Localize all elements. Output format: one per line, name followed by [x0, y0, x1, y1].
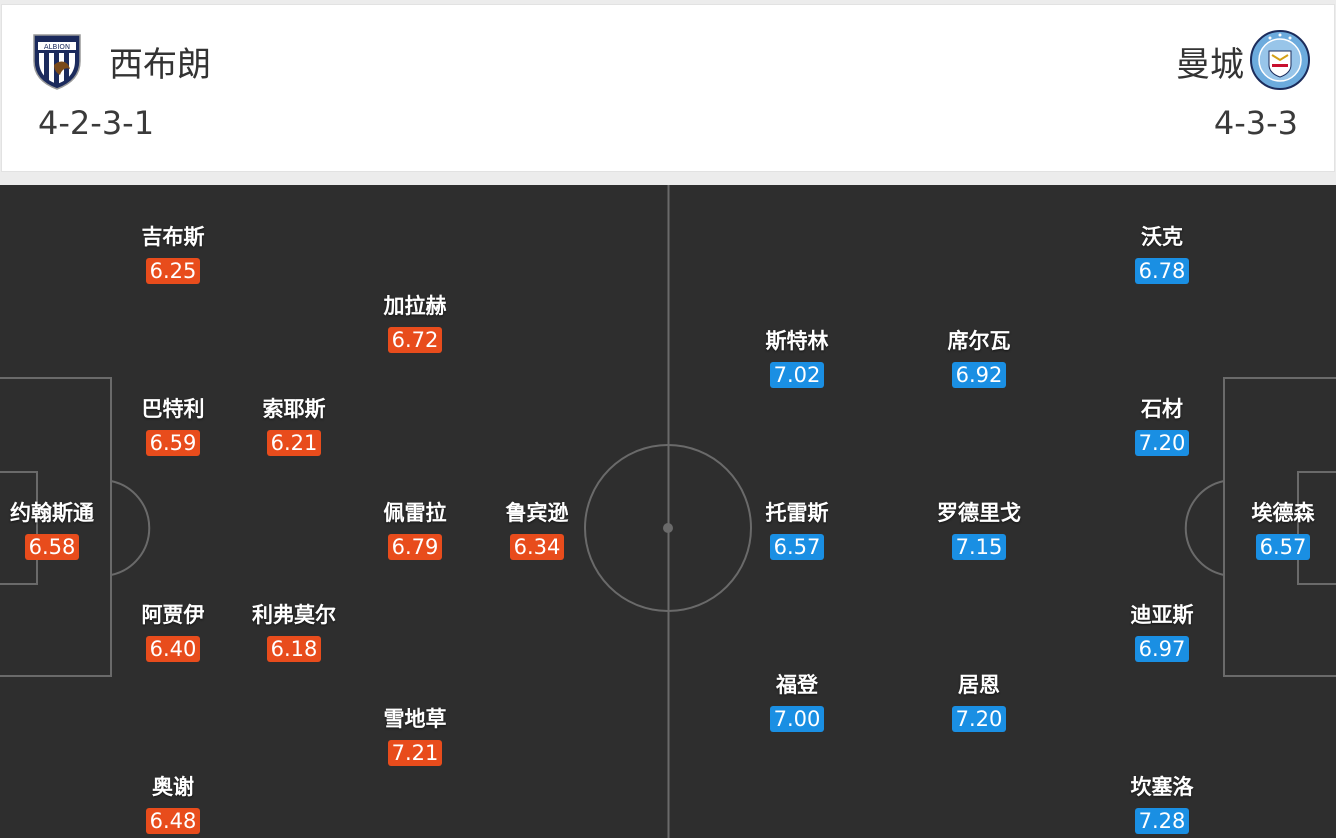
- player-name: 利弗莫尔: [252, 603, 336, 627]
- home-player[interactable]: 鲁宾逊 6.34: [477, 499, 597, 560]
- home-player[interactable]: 约翰斯通 6.58: [0, 499, 112, 560]
- svg-text:ALBION: ALBION: [44, 43, 70, 51]
- player-rating-badge: 6.21: [266, 430, 322, 456]
- player-rating-badge: 6.48: [145, 808, 201, 834]
- away-player[interactable]: 席尔瓦 6.92: [919, 327, 1039, 388]
- pitch: 吉布斯 6.25 加拉赫 6.72 巴特利 6.59 索耶斯 6.21 约翰斯通…: [0, 185, 1336, 838]
- home-formation: 4-2-3-1: [38, 104, 155, 142]
- match-header: ALBION 西布朗 4-2-3-1 曼城 4-3-3: [1, 4, 1335, 172]
- home-player[interactable]: 佩雷拉 6.79: [355, 499, 475, 560]
- away-player[interactable]: 沃克 6.78: [1102, 223, 1222, 284]
- player-rating-badge: 6.57: [769, 534, 825, 560]
- player-name: 沃克: [1141, 225, 1183, 249]
- home-player[interactable]: 奥谢 6.48: [113, 773, 233, 834]
- player-name: 埃德森: [1251, 501, 1315, 525]
- player-name: 约翰斯通: [10, 501, 94, 525]
- home-player[interactable]: 加拉赫 6.72: [355, 292, 475, 353]
- player-name: 福登: [776, 673, 818, 697]
- player-rating-badge: 6.58: [24, 534, 80, 560]
- player-name: 加拉赫: [383, 294, 447, 318]
- player-name: 鲁宾逊: [505, 501, 569, 525]
- player-name: 迪亚斯: [1130, 603, 1194, 627]
- away-player[interactable]: 托雷斯 6.57: [737, 499, 857, 560]
- away-formation: 4-3-3: [1213, 104, 1298, 142]
- home-player[interactable]: 吉布斯 6.25: [113, 223, 233, 284]
- home-player[interactable]: 利弗莫尔 6.18: [234, 601, 354, 662]
- player-rating-badge: 6.92: [951, 362, 1007, 388]
- home-player[interactable]: 阿贾伊 6.40: [113, 601, 233, 662]
- away-player[interactable]: 福登 7.00: [737, 671, 857, 732]
- player-rating-badge: 7.28: [1134, 808, 1190, 834]
- player-rating-badge: 7.20: [951, 706, 1007, 732]
- home-player[interactable]: 索耶斯 6.21: [234, 395, 354, 456]
- home-player[interactable]: 巴特利 6.59: [113, 395, 233, 456]
- player-rating-badge: 7.15: [951, 534, 1007, 560]
- player-rating-badge: 6.59: [145, 430, 201, 456]
- albion-crest-icon: ALBION: [33, 34, 81, 90]
- player-name: 索耶斯: [262, 397, 326, 421]
- player-name: 罗德里戈: [937, 501, 1021, 525]
- player-name: 雪地草: [383, 707, 447, 731]
- player-rating-badge: 6.40: [145, 636, 201, 662]
- player-rating-badge: 6.57: [1255, 534, 1311, 560]
- away-player[interactable]: 斯特林 7.02: [737, 327, 857, 388]
- player-name: 居恩: [958, 673, 1000, 697]
- player-rating-badge: 7.20: [1134, 430, 1190, 456]
- player-name: 阿贾伊: [141, 603, 205, 627]
- home-team-name: 西布朗: [109, 45, 211, 85]
- player-name: 托雷斯: [765, 501, 829, 525]
- player-rating-badge: 6.34: [509, 534, 565, 560]
- player-rating-badge: 6.18: [266, 636, 322, 662]
- player-rating-badge: 6.78: [1134, 258, 1190, 284]
- away-player[interactable]: 居恩 7.20: [919, 671, 1039, 732]
- player-rating-badge: 6.25: [145, 258, 201, 284]
- player-name: 巴特利: [141, 397, 205, 421]
- player-rating-badge: 6.97: [1134, 636, 1190, 662]
- manchester-city-crest-icon: [1250, 30, 1310, 90]
- away-player[interactable]: 埃德森 6.57: [1223, 499, 1336, 560]
- player-name: 坎塞洛: [1130, 775, 1194, 799]
- away-player[interactable]: 石材 7.20: [1102, 395, 1222, 456]
- away-player[interactable]: 罗德里戈 7.15: [919, 499, 1039, 560]
- player-name: 石材: [1141, 397, 1183, 421]
- home-player[interactable]: 雪地草 7.21: [355, 705, 475, 766]
- player-rating-badge: 6.72: [387, 327, 443, 353]
- player-rating-badge: 6.79: [387, 534, 443, 560]
- away-player[interactable]: 迪亚斯 6.97: [1102, 601, 1222, 662]
- pitch-markings: [0, 185, 1336, 838]
- player-name: 佩雷拉: [383, 501, 447, 525]
- player-rating-badge: 7.00: [769, 706, 825, 732]
- player-name: 奥谢: [152, 775, 194, 799]
- player-name: 斯特林: [765, 329, 829, 353]
- player-name: 吉布斯: [141, 225, 205, 249]
- player-rating-badge: 7.02: [769, 362, 825, 388]
- away-player[interactable]: 坎塞洛 7.28: [1102, 773, 1222, 834]
- away-team-name: 曼城: [1176, 45, 1244, 85]
- player-rating-badge: 7.21: [387, 740, 443, 766]
- player-name: 席尔瓦: [947, 329, 1011, 353]
